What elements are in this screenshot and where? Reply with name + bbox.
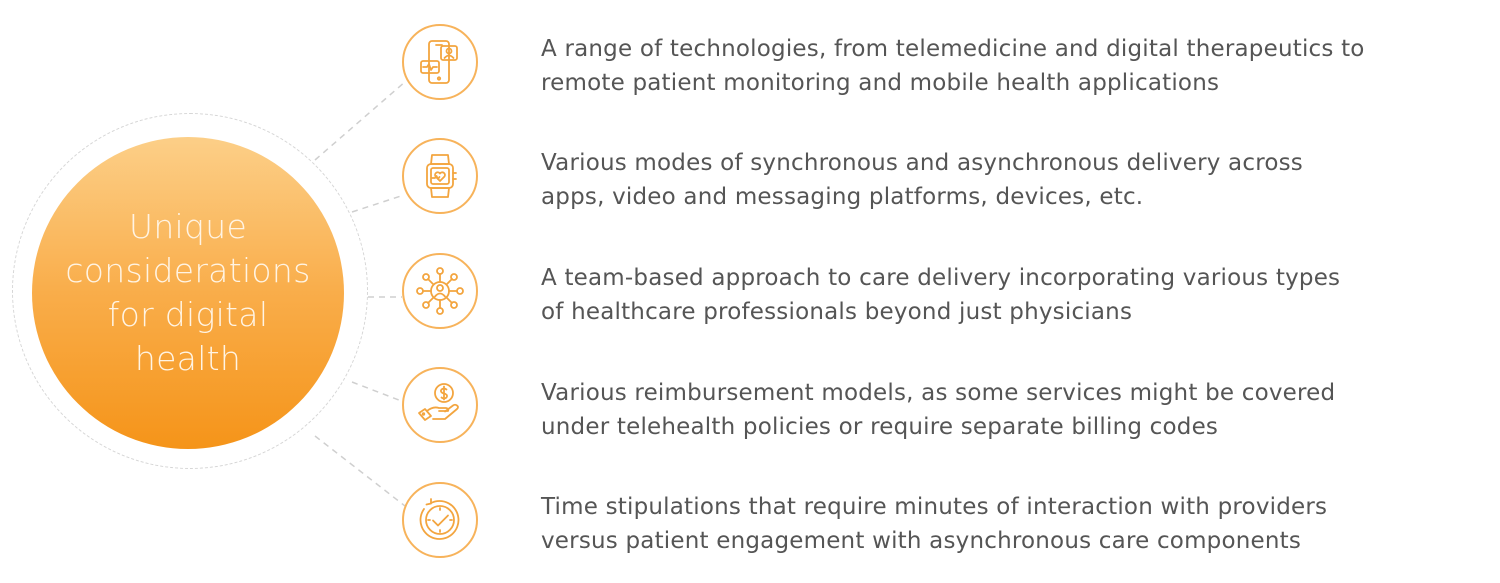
item-2-line-1: Various modes of synchronous and asynchr… [541,150,1303,176]
connector-line-5 [314,435,415,514]
smartwatch-heart-icon [426,154,457,198]
mobile-health-apps-icon [420,40,458,84]
item-2-icon-circle [402,138,478,214]
item-4-text: Various reimbursement models, as some se… [541,376,1491,444]
clock-checkmark-icon [419,498,460,540]
item-4-line-2: under telehealth policies or require sep… [541,414,1219,440]
hub-dashed-ring [12,113,368,469]
connector-line-2 [351,194,405,213]
hand-coin-dollar-icon [418,383,459,421]
item-2-text: Various modes of synchronous and asynchr… [541,146,1491,214]
item-4-icon-circle [402,367,478,443]
hub-circle: Unique considerations for digital health [32,137,344,449]
item-3-line-1: A team-based approach to care delivery i… [541,265,1341,291]
item-3-line-2: of healthcare professionals beyond just … [541,299,1133,325]
item-5-icon-circle [402,482,478,558]
item-4-line-1: Various reimbursement models, as some se… [541,380,1336,406]
item-3-icon-circle [402,253,478,329]
hub-title: Unique considerations for digital health [65,207,311,378]
item-1-line-1: A range of technologies, from telemedici… [541,36,1365,62]
item-2-line-2: apps, video and messaging platforms, dev… [541,184,1144,210]
item-3-text: A team-based approach to care delivery i… [541,261,1491,329]
item-1-text: A range of technologies, from telemedici… [541,32,1491,100]
connector-line-4 [351,381,405,403]
connector-line-1 [314,80,407,161]
item-1-icon-circle [402,24,478,100]
item-5-line-1: Time stipulations that require minutes o… [541,494,1328,520]
item-5-text: Time stipulations that require minutes o… [541,490,1491,558]
item-1-line-2: remote patient monitoring and mobile hea… [541,70,1220,96]
team-network-icon [416,267,464,315]
item-5-line-2: versus patient engagement with asynchron… [541,528,1302,554]
